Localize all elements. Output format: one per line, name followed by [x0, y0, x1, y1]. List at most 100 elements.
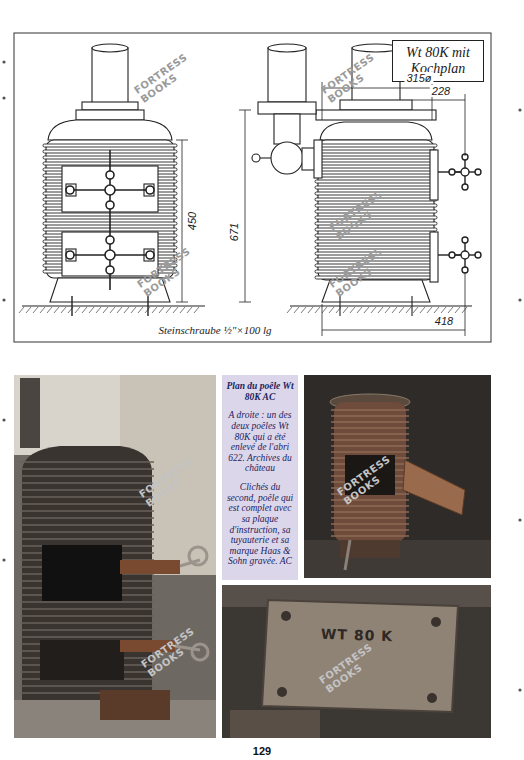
- page-number: 129: [253, 745, 271, 757]
- ground-hatching: [33, 307, 38, 313]
- photo-stove-fins: [331, 415, 409, 417]
- photo-stove-fins: [20, 510, 154, 512]
- photo-stove-fins: [331, 451, 409, 453]
- binding-marks: [2, 298, 5, 301]
- ground-hatching: [343, 307, 348, 313]
- stove-doors: [144, 249, 154, 261]
- photo-stove-fins: [20, 538, 154, 540]
- ground-hatching: [75, 307, 80, 313]
- stove-fins: [43, 144, 177, 147]
- stove-front-view: [82, 102, 138, 110]
- ground-hatching: [89, 307, 94, 313]
- dimension-line: [182, 140, 183, 302]
- stove-fins: [315, 186, 437, 189]
- ground-hatching: [308, 307, 313, 313]
- ground-hatching: [448, 307, 453, 313]
- photo-complete-stove: [304, 540, 491, 578]
- ground-hatching: [357, 307, 362, 313]
- flue-pipe: [274, 114, 300, 144]
- handwheel: [461, 251, 469, 259]
- ground-hatching: [301, 307, 306, 313]
- ground-hatching: [434, 307, 439, 313]
- handwheel: [462, 237, 468, 243]
- handwheel: [475, 252, 481, 258]
- photo-stove-details: [403, 460, 465, 515]
- ground-hatching: [427, 307, 432, 313]
- stove-fins: [315, 156, 437, 159]
- stove-base: [430, 232, 438, 282]
- ground-hatching: [413, 307, 418, 313]
- ground-hatching: [287, 307, 292, 313]
- photo-stove-fins: [20, 685, 154, 687]
- stove-base: [430, 150, 438, 200]
- ground-hatching: [399, 307, 404, 313]
- photo-stove-details: [42, 545, 122, 601]
- dimension-line: [465, 272, 466, 336]
- stove-fins: [315, 144, 437, 147]
- stove-fins: [315, 150, 437, 153]
- photo-stove-details: [120, 560, 180, 574]
- photo-stove-fins: [20, 461, 154, 463]
- photo-maker-plate: [281, 611, 291, 621]
- handwheel: [449, 169, 455, 175]
- handwheel: [461, 168, 469, 176]
- stove-doors: [62, 232, 158, 276]
- stove-fins: [315, 174, 437, 177]
- ground-hatching: [364, 307, 369, 313]
- photo-stove-fins: [20, 482, 154, 484]
- stove-side-view: [316, 110, 436, 120]
- ground-hatching: [159, 307, 164, 313]
- stove-fins: [315, 234, 437, 237]
- stove-doors: [144, 184, 154, 196]
- door-handles: [146, 251, 154, 259]
- photo-stove-removed: [20, 378, 40, 448]
- photo-stove-fins: [331, 410, 409, 536]
- photo-complete-stove: [304, 375, 491, 578]
- photo-stove-details: [40, 640, 124, 680]
- photo-stove-fins: [20, 496, 154, 498]
- photo-stove-fins: [331, 409, 409, 411]
- stove-fins: [315, 162, 437, 165]
- node-text: Clichés du second, poêle qui est complet…: [225, 482, 295, 567]
- dimension-line: [239, 302, 251, 303]
- binding-marks: [518, 518, 521, 521]
- stove-base: [411, 296, 412, 316]
- photo-stove-fins: [20, 489, 154, 491]
- stove-doors: [66, 249, 76, 261]
- photo-stove-fins: [20, 629, 154, 631]
- stove-fins: [315, 168, 437, 171]
- dimension: 228: [430, 85, 452, 97]
- binding-marks: [518, 688, 521, 691]
- ground-hatching: [378, 307, 383, 313]
- ground-hatching: [322, 307, 327, 313]
- ground-hatching: [19, 307, 24, 313]
- ground-hatching: [47, 307, 52, 313]
- photo-stove-fins: [331, 517, 409, 519]
- photo-stove-details: [40, 545, 208, 720]
- anchor-bolts: [71, 296, 72, 316]
- ground-hatching: [40, 307, 45, 313]
- ground-hatching: [96, 307, 101, 313]
- stove-front-view: [76, 110, 144, 120]
- ground-hatching: [131, 307, 136, 313]
- photo-stove-fins: [20, 601, 154, 603]
- photo-stove-fins: [331, 523, 409, 525]
- photo-maker-plate: [431, 617, 441, 627]
- photo-stove-fins: [331, 427, 409, 429]
- node-heading: Plan du poêle Wt 80K AC: [225, 381, 295, 402]
- handwheel: [438, 154, 481, 190]
- ground-hatching: [371, 307, 376, 313]
- part-note: Steinschraube ½"×100 lg: [156, 324, 273, 336]
- anchor-bolts: [72, 296, 148, 316]
- flue-pipe: [314, 140, 322, 178]
- binding-marks: [2, 418, 5, 421]
- ground-hatching: [350, 307, 355, 313]
- photo-stove-details: [189, 547, 207, 565]
- stove-fins: [315, 180, 437, 183]
- node-text: A droite : un des deux poêles Wt 80K qui…: [225, 410, 295, 474]
- door-handles: [106, 236, 114, 244]
- anchor-bolts: [147, 296, 148, 316]
- ground-hatching: [173, 307, 178, 313]
- flue-pipe: [252, 154, 260, 162]
